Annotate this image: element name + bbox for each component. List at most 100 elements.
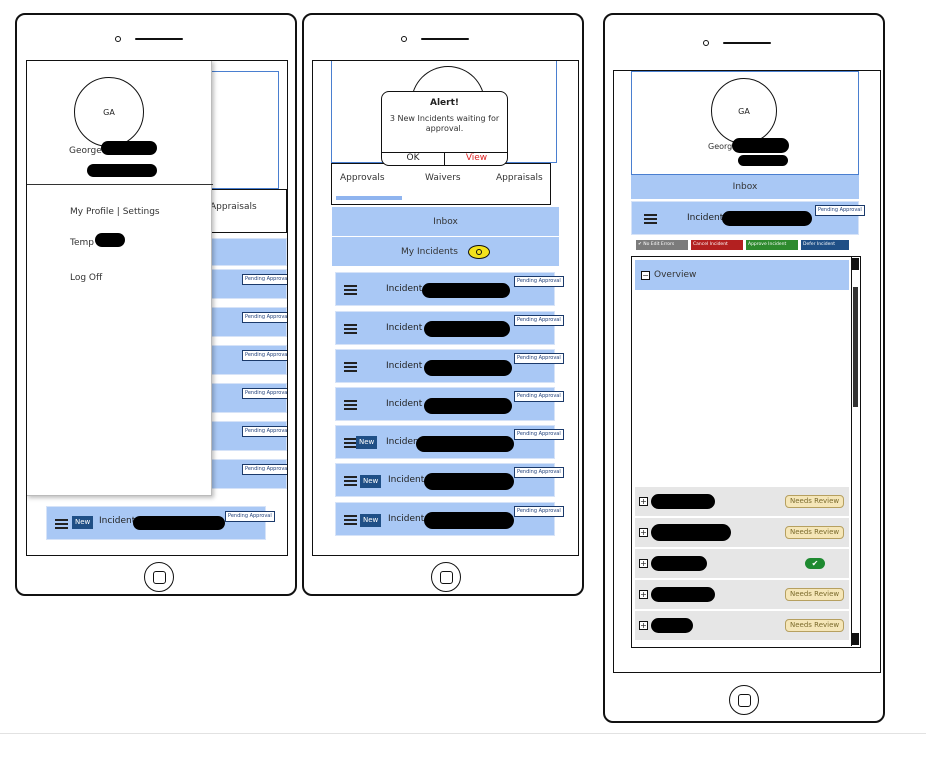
expand-icon[interactable]: + (639, 497, 648, 506)
expand-icon[interactable]: + (639, 559, 648, 568)
view-label: View (465, 153, 488, 163)
menu-icon[interactable] (344, 438, 357, 448)
pending-approval-badge: Pending Approval (225, 511, 275, 522)
incident-row[interactable]: Incident Pending Approval (335, 349, 564, 383)
camera (115, 36, 121, 42)
scroll-thumb[interactable] (853, 287, 858, 407)
inbox-bar[interactable]: Inbox (631, 175, 859, 199)
expand-icon[interactable]: + (639, 590, 648, 599)
inbox-bar[interactable]: Inbox (332, 207, 559, 236)
incident-row[interactable]: Incident Pending Approval (335, 311, 564, 345)
incident-label: Incident (386, 399, 423, 409)
list-item[interactable]: + Needs Review (635, 611, 849, 641)
menu-icon[interactable] (344, 476, 357, 486)
scroll-up-arrow-icon[interactable] (852, 258, 859, 270)
redacted-text (651, 556, 707, 571)
avatar[interactable]: GA (711, 78, 777, 144)
incident-label: Incident (99, 516, 136, 526)
phone-frame-1: Appraisals Pending Approval Pending Appr… (15, 13, 297, 596)
scrollbar[interactable] (851, 257, 859, 646)
tabs: Approvals Waivers Appraisals (331, 163, 551, 205)
menu-icon[interactable] (344, 285, 357, 295)
avatar-initials: GA (738, 106, 750, 116)
overview-header[interactable]: − Overview (635, 260, 849, 290)
side-menu: GA George My Profile | Settings Temp Log… (27, 61, 213, 496)
eye-icon[interactable] (467, 244, 490, 259)
tab-appraisals[interactable]: Appraisals (210, 202, 257, 212)
redacted-text (424, 473, 514, 490)
check-icon: ✔ (805, 558, 825, 569)
pending-approval-badge: Pending Approval (514, 315, 564, 326)
redacted-text (133, 516, 225, 530)
list-item[interactable]: + Needs Review (635, 518, 849, 548)
defer-incident-button[interactable]: Defer Incident (801, 240, 849, 250)
redacted-text (95, 233, 125, 247)
menu-icon[interactable] (55, 519, 68, 529)
menu-item-temp[interactable]: Temp (70, 238, 94, 248)
tab-waivers[interactable]: Waivers (425, 173, 461, 183)
list-item[interactable]: + Needs Review (635, 487, 849, 517)
menu-icon[interactable] (344, 362, 357, 372)
redacted-text (424, 512, 514, 529)
list-item[interactable]: + ✔ (635, 549, 849, 579)
my-incidents-bar[interactable]: My Incidents (332, 237, 559, 266)
tab-approvals[interactable]: Approvals (340, 173, 385, 183)
cancel-incident-button[interactable]: Cancel Incident (691, 240, 743, 250)
incident-row-new[interactable]: New Incident Pending Approval (335, 502, 564, 536)
redacted-name-2 (87, 164, 157, 177)
no-edit-errors-button[interactable]: ✔ No Edit Errors (636, 240, 688, 250)
phone-frame-2: Approvals Waivers Appraisals Inbox My In… (302, 13, 584, 596)
menu-divider (27, 184, 213, 185)
home-button[interactable] (431, 562, 461, 592)
tab-appraisals[interactable]: Appraisals (496, 173, 543, 183)
redacted-text (416, 436, 514, 452)
menu-item-profile-settings[interactable]: My Profile | Settings (70, 207, 160, 217)
user-name: George (69, 146, 102, 156)
needs-review-badge: Needs Review (785, 495, 845, 508)
alert-dialog: Alert! 3 New Incidents waiting for appro… (381, 91, 508, 166)
incident-row-new[interactable]: New Incident Pending Approval (335, 425, 564, 459)
pending-approval-badge: Pending Approval (514, 467, 564, 478)
incident-detail-header[interactable]: Incident Pending Approval (631, 201, 865, 235)
new-badge: New (72, 516, 94, 529)
ok-button[interactable]: OK (382, 152, 445, 166)
pending-approval-badge: Pending Approval (242, 464, 287, 475)
incident-row-new[interactable]: New Incident Pending Approval (335, 463, 564, 497)
menu-icon[interactable] (344, 515, 357, 525)
details-panel: − Overview + Needs Review + Needs Review… (631, 256, 861, 648)
collapse-icon[interactable]: − (641, 270, 650, 280)
menu-item-log-off[interactable]: Log Off (70, 273, 103, 283)
approve-incident-button[interactable]: Approve Incident (746, 240, 798, 250)
view-button[interactable]: View (445, 152, 508, 166)
list-item[interactable]: + Needs Review (635, 580, 849, 610)
new-badge: New (356, 436, 378, 449)
needs-review-badge: Needs Review (785, 526, 845, 539)
incident-row-new[interactable]: New Incident Pending Approval (46, 506, 275, 540)
screen-2: Approvals Waivers Appraisals Inbox My In… (312, 60, 579, 556)
tabs-partial: Appraisals (207, 189, 287, 233)
needs-review-badge: Needs Review (785, 588, 845, 601)
home-button[interactable] (144, 562, 174, 592)
expand-icon[interactable]: + (639, 621, 648, 630)
scroll-down-arrow-icon[interactable] (852, 633, 859, 645)
alert-title: Alert! (430, 98, 459, 108)
expand-icon[interactable]: + (639, 528, 648, 537)
speaker (421, 38, 469, 40)
pending-approval-badge: Pending Approval (514, 276, 564, 287)
redacted-text (651, 524, 731, 541)
inbox-label: Inbox (732, 182, 758, 192)
home-button[interactable] (729, 685, 759, 715)
incident-row[interactable]: Incident Pending Approval (335, 272, 564, 306)
inbox-label: Inbox (433, 216, 458, 227)
redacted-text (651, 618, 693, 633)
avatar[interactable]: GA (74, 77, 144, 147)
menu-icon[interactable] (344, 324, 357, 334)
menu-icon[interactable] (344, 400, 357, 410)
camera (401, 36, 407, 42)
redacted-text (424, 321, 510, 337)
page-divider (0, 733, 926, 734)
pending-approval-badge: Pending Approval (242, 312, 287, 323)
menu-icon[interactable] (644, 214, 657, 224)
incident-row[interactable]: Incident Pending Approval (335, 387, 564, 421)
pending-approval-badge: Pending Approval (242, 350, 287, 361)
